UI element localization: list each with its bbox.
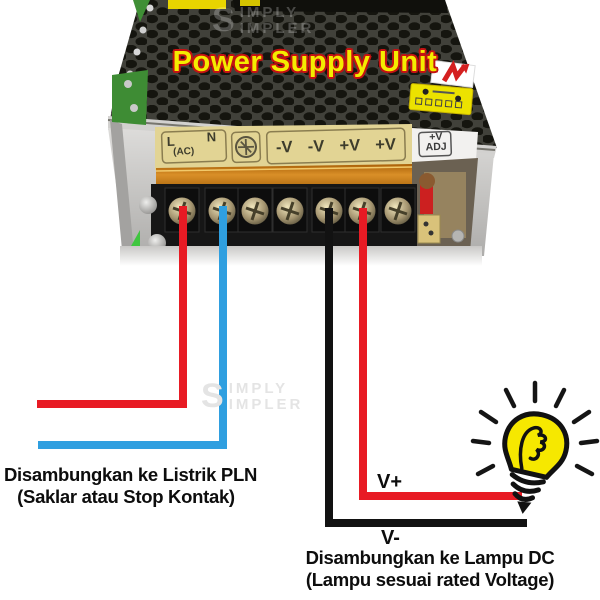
spec-sticker xyxy=(408,83,474,116)
case-left-side xyxy=(110,120,134,254)
wire-ac-live xyxy=(37,206,187,408)
label-neutral: N xyxy=(206,129,217,145)
top-sticker-small xyxy=(240,0,260,6)
earth-ground-icon xyxy=(235,136,257,158)
adjust-potentiometer xyxy=(412,158,478,252)
watermark-top: S IMPLY IMPLER xyxy=(212,1,315,39)
watermark-center: S IMPLY IMPLER xyxy=(201,377,304,415)
adj-label xyxy=(412,128,478,164)
ac-terminal-label: L N (AC) xyxy=(159,129,228,165)
light-bulb-icon xyxy=(470,380,600,514)
terminal-block xyxy=(139,184,465,252)
bulb-base xyxy=(509,472,546,502)
watermark-line1: IMPLY xyxy=(239,4,300,21)
dc-terminal-labels: -V -V +V +V xyxy=(267,129,406,163)
watermark-line2: IMPLER xyxy=(228,396,304,413)
vminus-label: V- xyxy=(381,527,400,549)
red-arrow-icon xyxy=(441,60,468,83)
dc-caption: Disambungkan ke Lampu DC (Lampu sesuai r… xyxy=(303,547,557,591)
dc-caption-line1: Disambungkan ke Lampu DC xyxy=(305,547,555,568)
case-bottom-fade xyxy=(120,246,482,266)
wire-dc-positive xyxy=(359,208,522,500)
ac-caption-line2: (Saklar atau Stop Kontak) xyxy=(17,486,235,507)
terminal-label-strip xyxy=(155,124,412,170)
ac-caption: Disambungkan ke Listrik PLN (Saklar atau… xyxy=(4,464,258,508)
bulb-rays xyxy=(470,380,600,477)
watermark-logo: S xyxy=(201,377,224,415)
label-plus-v: +V xyxy=(339,135,361,155)
label-minus-v: -V xyxy=(275,137,293,157)
wire-ac-neutral xyxy=(38,206,227,449)
dc-caption-line2: (Lampu sesuai rated Voltage) xyxy=(305,569,555,590)
page-title: Power Supply Unit xyxy=(172,46,438,78)
vadj-terminal-label: +V ADJ xyxy=(420,131,453,154)
label-minus-v: -V xyxy=(307,136,325,156)
label-plus-v: +V xyxy=(375,134,397,154)
top-sticker xyxy=(168,0,226,9)
warranty-sticker xyxy=(430,59,476,89)
case-screw xyxy=(139,196,157,214)
case-screw xyxy=(451,229,465,243)
vplus-label: V+ xyxy=(377,471,403,493)
watermark-line1: IMPLY xyxy=(228,380,289,397)
bulb-filament xyxy=(518,425,548,471)
label-ac: (AC) xyxy=(172,145,195,158)
label-adj-bottom: ADJ xyxy=(425,140,447,154)
watermark-line2: IMPLER xyxy=(239,20,315,37)
watermark-logo: S xyxy=(212,1,235,39)
wire-dc-negative xyxy=(325,208,527,527)
ac-caption-line1: Disambungkan ke Listrik PLN xyxy=(4,464,258,485)
